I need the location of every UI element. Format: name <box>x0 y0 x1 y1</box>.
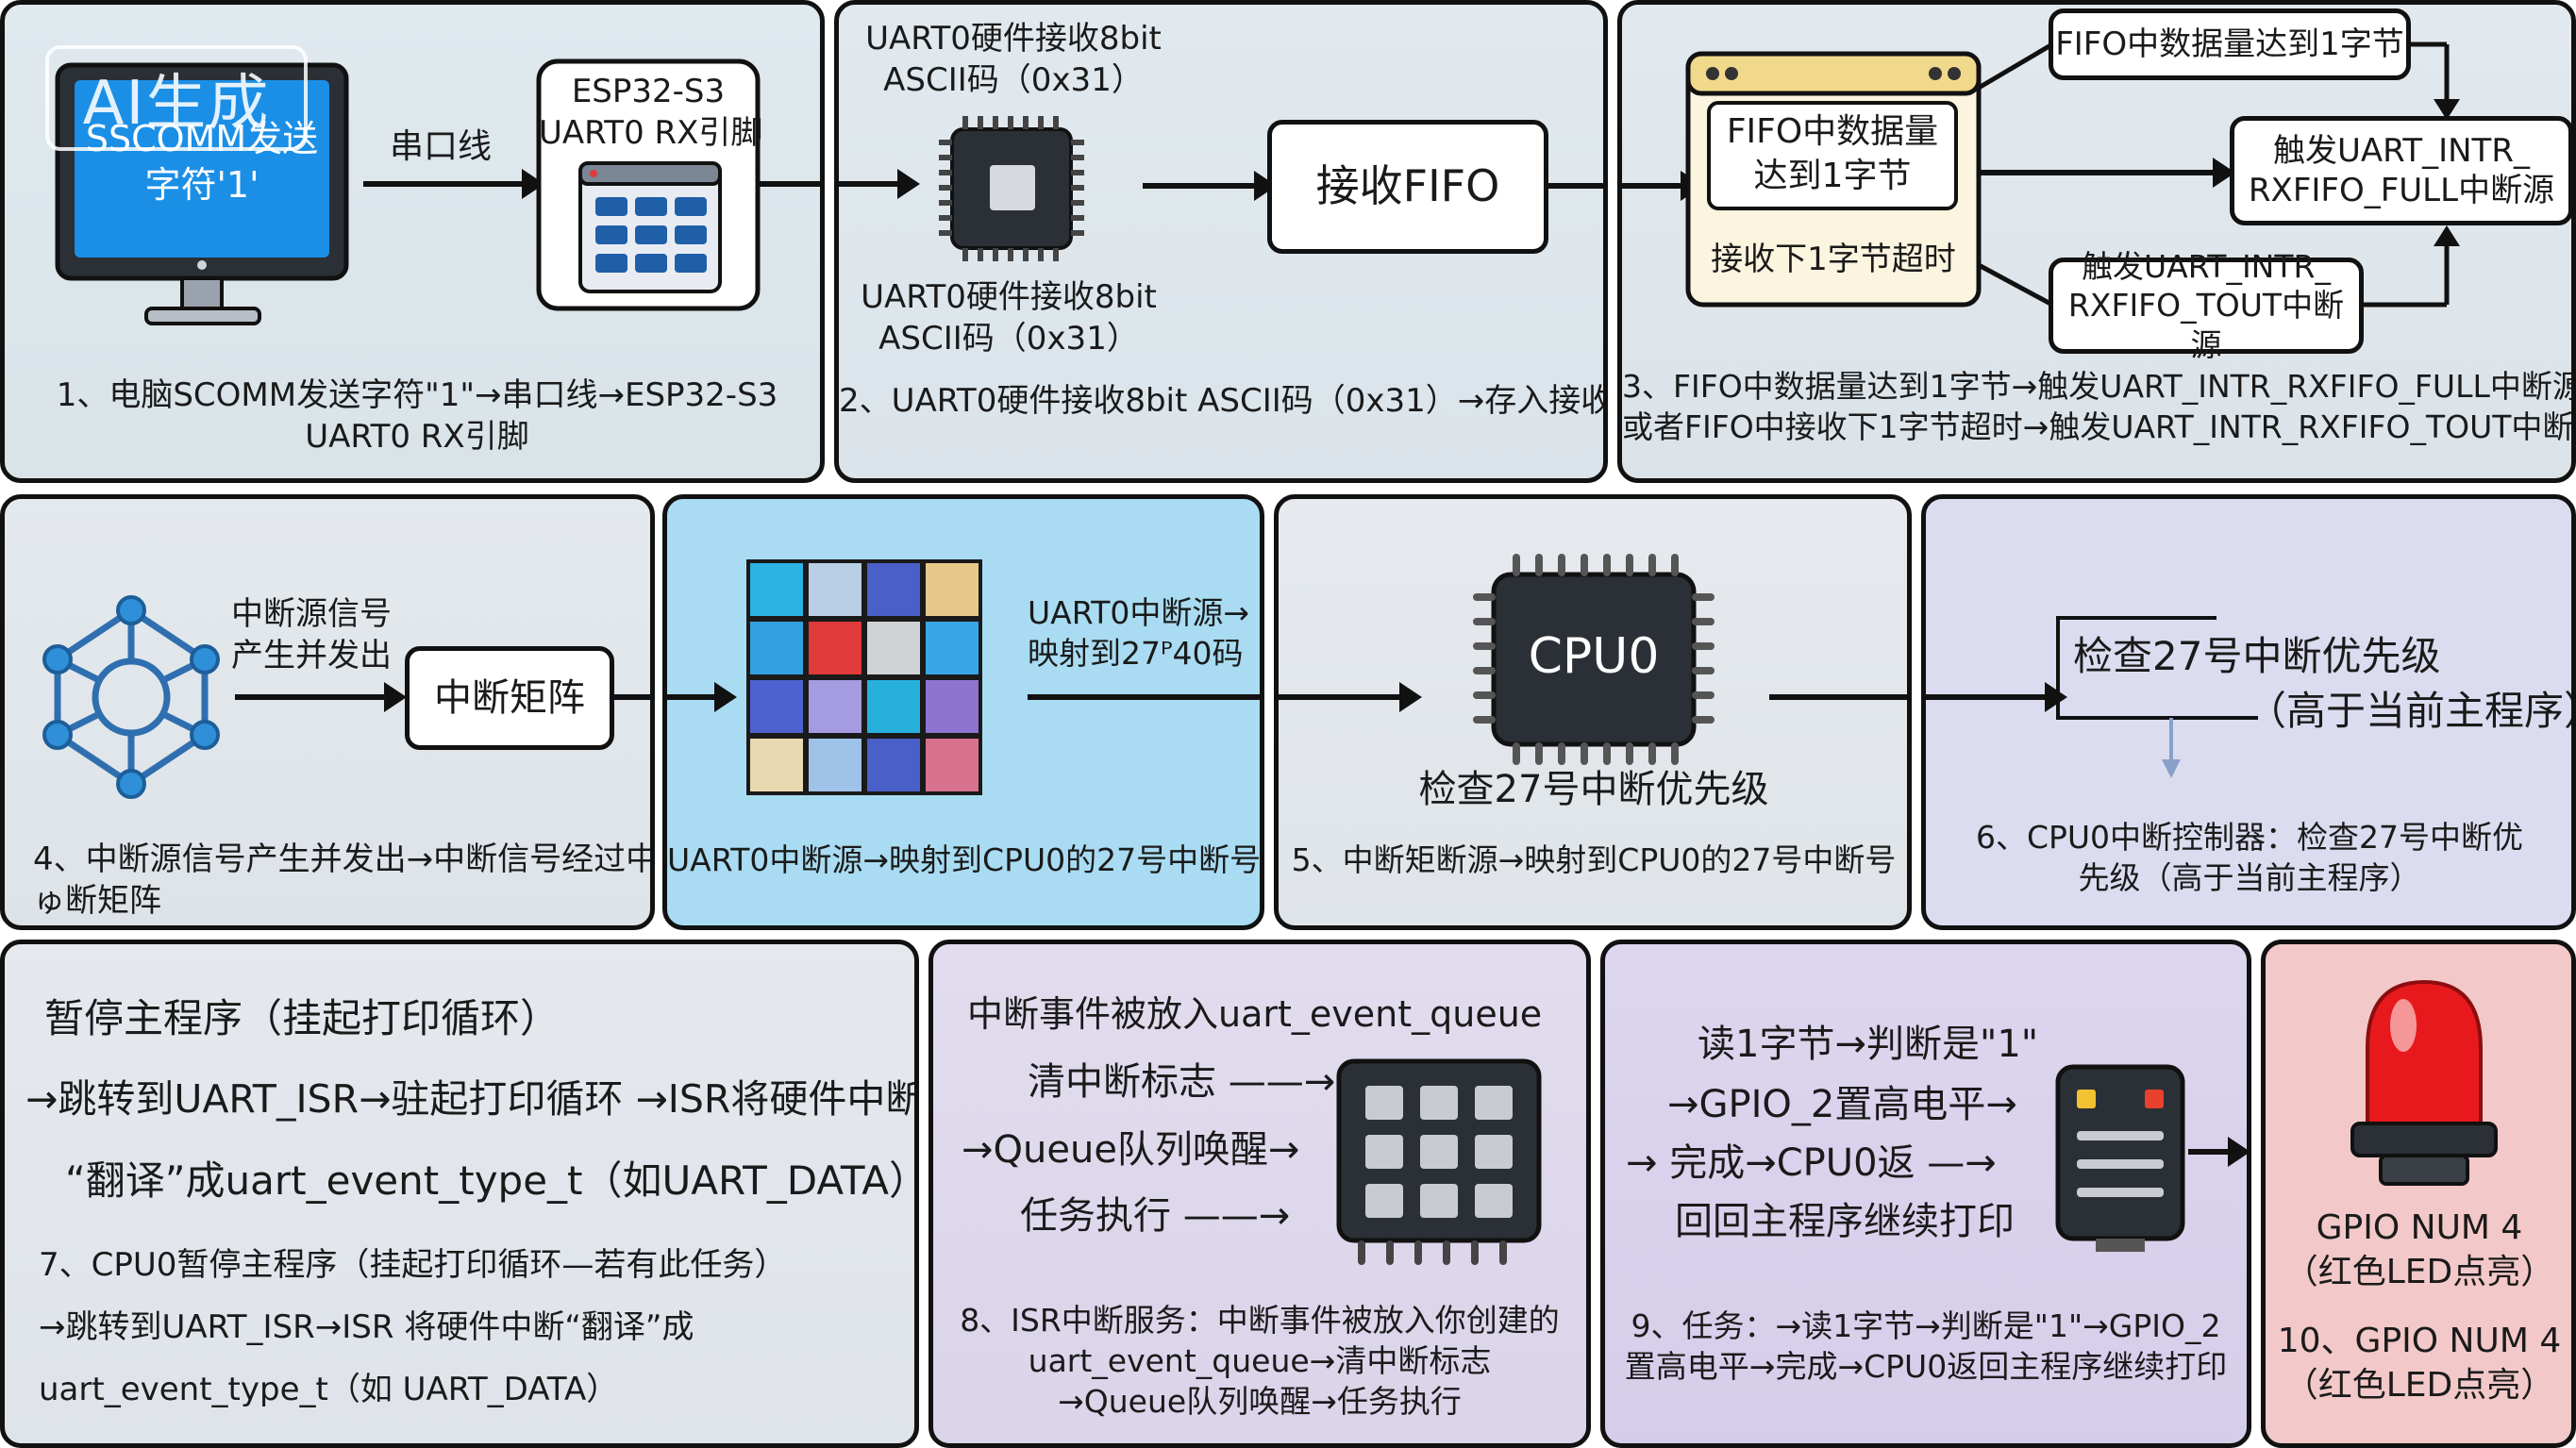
fifo-threshold-box: FIFO中数据量达到1字节 <box>2049 8 2411 80</box>
check-priority-label: 检查27号中断优先级 <box>1418 768 1769 811</box>
step6-graphics <box>1279 554 1907 765</box>
matrix-tile <box>922 735 982 795</box>
fifo-window-text: FIFO中数据量达到1字节 <box>1726 112 1939 195</box>
matrix-tile <box>746 735 807 795</box>
step11-panel: GPIO NUM 4（红色LED点亮） 10、GPIO NUM 4（红色LED点… <box>2261 940 2576 1448</box>
priority-line1: 检查27号中断优先级 <box>2073 633 2441 679</box>
matrix-tile <box>863 559 924 620</box>
uart-chip-icon <box>939 116 1084 261</box>
rx-fifo-box: 接收FIFO <box>1267 120 1548 254</box>
cable-label: 串口线 <box>390 127 493 166</box>
step8-panel: 暂停主程序（挂起打印循环） →跳转到UART_ISR→驻起打印循环 →ISR将硬… <box>0 940 919 1448</box>
step5-panel: UART0中断源→映射到27ᴾ40码 UART0中断源→映射到CPU0的27号中… <box>662 494 1264 930</box>
signal-label: 中断源信号产生并发出 <box>231 595 392 675</box>
matrix-tile <box>922 618 982 678</box>
pause-main-text: 暂停主程序（挂起打印循环） <box>44 995 560 1041</box>
map-label: UART0中断源→映射到27ᴾ40码 <box>1028 594 1250 672</box>
step7-caption: 6、CPU0中断控制器：检查27号中断优先级（高于当前主程序） <box>1975 819 2524 896</box>
red-led-icon <box>2350 979 2498 1186</box>
task-exec-text: 任务执行 ——→ <box>1020 1194 1291 1238</box>
matrix-tile <box>805 559 865 620</box>
matrix-tile <box>805 735 865 795</box>
step10-graphics <box>2055 1064 2247 1252</box>
matrix-tile <box>805 676 865 737</box>
matrix-tile <box>805 618 865 678</box>
step9-panel: 中断事件被放入uart_event_queue 清中断标志 ——→ →Queue… <box>928 940 1591 1448</box>
step6-caption: 5、中断矩断源→映射到CPU0的27号中断号 <box>1291 841 1897 878</box>
step3-graphics <box>1622 42 2460 308</box>
matrix-tile <box>746 676 807 737</box>
jump-isr-text: →跳转到UART_ISR→驻起打印循环 →ISR将硬件中断 <box>25 1076 919 1122</box>
esp32-board-icon <box>536 58 761 311</box>
monitor-text: SSCOMM发送字符'1' <box>85 118 319 207</box>
interrupt-matrix-grid-icon <box>746 559 982 795</box>
queue-wake-text: →Queue队列唤醒→ <box>962 1128 1300 1172</box>
translate-text: “翻译”成uart_event_type_t（如UART_DATA） <box>65 1157 919 1204</box>
step4-caption: 4、中断源信号产生并发出→中断信号经过中ゅ断矩阵 <box>33 841 655 921</box>
interrupt-matrix-box: 中断矩阵 <box>405 646 614 750</box>
step9-graphics <box>1336 1058 1542 1265</box>
computer-monitor-icon <box>55 62 349 325</box>
step5-caption: UART0中断源→映射到CPU0的27号中断号 <box>667 841 1262 878</box>
matrix-tile <box>746 559 807 620</box>
step2-graphics <box>839 116 1603 261</box>
step3-panel: FIFO中数据量达到1字节 接收下1字节超时 FIFO中数据量达到1字节 触发U… <box>1617 0 2576 483</box>
cpu-chip-icon <box>1473 554 1715 765</box>
step8-caption-1: 7、CPU0暂停主程序（挂起打印循环—若有此任务） <box>39 1246 787 1284</box>
step5-graphics <box>667 559 1260 795</box>
task-device-icon <box>2055 1064 2185 1252</box>
rxfifo-tout-box: 触发UART_INTR_RXFIFO_TOUT中断源 <box>2049 248 2364 363</box>
gpio-high-text: →GPIO_2置高电平→ <box>1667 1083 2017 1126</box>
queue-event-text: 中断事件被放入uart_event_queue <box>967 993 1543 1035</box>
interrupt-source-network-icon <box>54 606 209 789</box>
matrix-tile <box>922 559 982 620</box>
step11-caption: 10、GPIO NUM 4（红色LED点亮） <box>2277 1322 2562 1405</box>
step3-caption: 3、FIFO中数据量达到1字节→触发UART_INTR_RXFIFO_FULL中… <box>1622 368 2576 445</box>
step10-panel: 读1字节→判断是"1" →GPIO_2置高电平→ → 完成→CPU0返 —→ 回… <box>1600 940 2251 1448</box>
step1-graphics <box>55 58 820 325</box>
matrix-tile <box>863 735 924 795</box>
matrix-tile <box>863 676 924 737</box>
timeout-text: 接收下1字节超时 <box>1711 241 1956 278</box>
gpio-led-label: GPIO NUM 4（红色LED点亮） <box>2283 1208 2555 1291</box>
matrix-tile <box>746 618 807 678</box>
step4-panel: 中断源信号产生并发出 中断矩阵 4、中断源信号产生并发出→中断信号经过中ゅ断矩阵 <box>0 494 655 930</box>
continue-print-text: 回回主程序继续打印 <box>1675 1200 2015 1243</box>
matrix-tile <box>863 618 924 678</box>
step11-graphics <box>2350 979 2498 1186</box>
cpu-label: CPU0 <box>1528 628 1660 685</box>
step7-graphics <box>1926 616 2258 778</box>
step6-panel: CPU0 检查27号中断优先级 5、中断矩断源→映射到CPU0的27号中断号 <box>1274 494 1912 930</box>
done-return-text: → 完成→CPU0返 —→ <box>1626 1141 1997 1185</box>
step8-caption-2: →跳转到UART_ISR→ISR 将硬件中断“翻译”成 <box>39 1308 694 1346</box>
rxfifo-full-box: 触发UART_INTR_RXFIFO_FULL中断源 <box>2230 116 2571 225</box>
ai-watermark: AI生成 <box>45 45 308 151</box>
step2-caption: 2、UART0硬件接收8bit ASCII码（0x31）→存入接收FIFO <box>839 382 1608 420</box>
read-byte-text: 读1字节→判断是"1" <box>1698 1023 2039 1066</box>
step8-caption-3: uart_event_type_t（如 UART_DATA） <box>39 1371 619 1408</box>
matrix-tile <box>922 676 982 737</box>
clear-flag-text: 清中断标志 ——→ <box>1028 1060 1336 1104</box>
isr-processor-icon <box>1336 1058 1542 1265</box>
priority-line2: （高于当前主程序） <box>2247 688 2576 734</box>
fifo-window-icon <box>1685 51 1982 308</box>
step4-graphics <box>42 595 650 799</box>
step7-panel: 检查27号中断优先级 （高于当前主程序） 6、CPU0中断控制器：检查27号中断… <box>1921 494 2576 930</box>
